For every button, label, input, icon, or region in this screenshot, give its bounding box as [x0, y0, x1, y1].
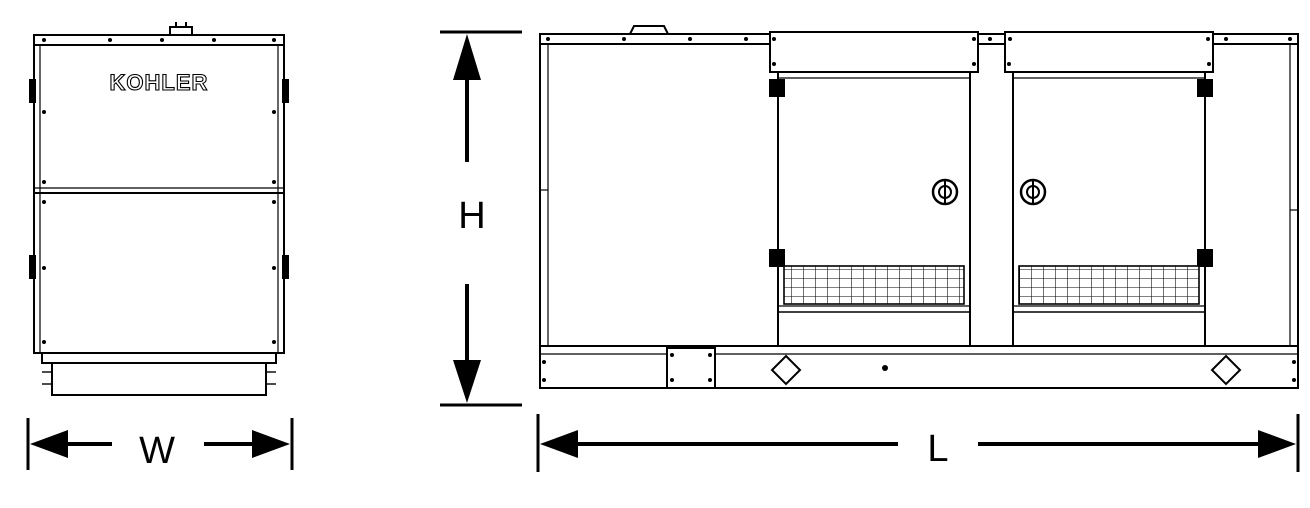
arrow-head-h-bottom	[453, 360, 481, 403]
side-base-skid	[539, 345, 1299, 389]
skid-bracket	[666, 347, 716, 389]
lift-hole-left	[770, 354, 802, 386]
width-label: W	[139, 430, 175, 472]
side-view-rivets	[542, 37, 1296, 382]
door-header-left	[769, 31, 979, 73]
lift-hole-right	[1210, 354, 1242, 386]
arrow-head-h-top	[453, 34, 481, 80]
kohler-logo: KOHLER	[110, 70, 209, 95]
height-label: H	[458, 195, 485, 237]
vent-grille-right	[1018, 265, 1200, 305]
vent-grille-left	[783, 265, 965, 305]
base-skid	[51, 362, 267, 396]
door-right	[1012, 71, 1206, 347]
side-view	[539, 25, 1299, 389]
base-rail	[41, 352, 277, 364]
arrow-head-w-left	[30, 430, 68, 458]
length-dimension	[536, 414, 1300, 472]
arrow-head-w-right	[252, 430, 290, 458]
height-dimension	[440, 30, 522, 407]
arrow-head-l-left	[540, 430, 578, 458]
door-handle-left	[931, 178, 959, 206]
door-handle-right	[1019, 178, 1047, 206]
arrow-head-l-right	[1258, 430, 1296, 458]
front-view	[29, 22, 289, 396]
door-header-right	[1004, 31, 1214, 73]
exhaust-cap	[629, 25, 669, 35]
door-left	[777, 71, 971, 347]
roof-rail	[33, 34, 285, 46]
lower-panel	[33, 192, 285, 354]
length-label: L	[927, 428, 948, 470]
width-dimension	[26, 418, 294, 470]
upper-panel	[33, 44, 285, 194]
front-view-rivets	[42, 38, 276, 344]
